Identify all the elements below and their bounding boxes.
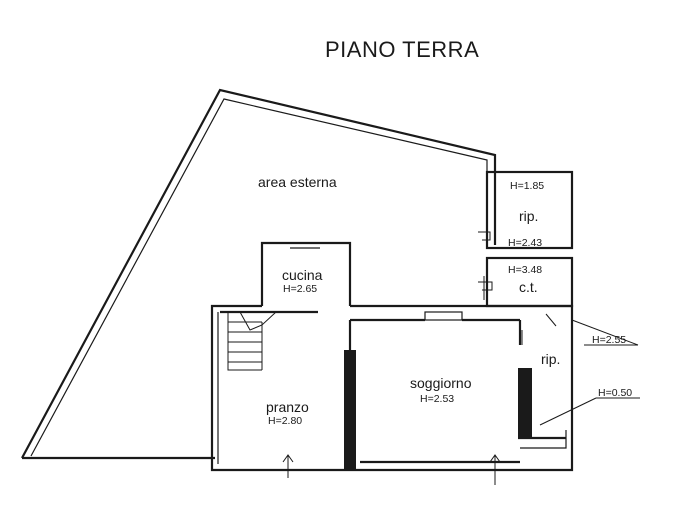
height-pranzo: H=2.80 xyxy=(268,415,302,427)
height-cucina: H=2.65 xyxy=(283,283,317,295)
height-soggiorno: H=2.53 xyxy=(420,393,454,405)
room-label-ct: c.t. xyxy=(519,279,538,295)
room-label-cucina: cucina xyxy=(282,267,323,283)
height-rip-top-upper: H=1.85 xyxy=(510,180,544,192)
room-label-rip-side: rip. xyxy=(541,351,560,367)
staircase xyxy=(227,311,277,371)
room-label-area-esterna: area esterna xyxy=(258,174,337,190)
room-label-pranzo: pranzo xyxy=(266,399,309,415)
room-rip-top xyxy=(485,170,574,250)
height-ct: H=3.48 xyxy=(508,264,542,276)
door-markers xyxy=(282,231,557,485)
room-label-rip-top: rip. xyxy=(519,208,538,224)
height-rip-top-lower: H=2.43 xyxy=(508,237,542,249)
height-step: H=0.50 xyxy=(598,387,632,399)
plan-title: PIANO TERRA xyxy=(325,37,479,62)
height-leaders xyxy=(539,319,640,426)
room-label-soggiorno: soggiorno xyxy=(410,375,472,391)
house-walls xyxy=(210,241,574,472)
height-rip-side: H=2.55 xyxy=(592,334,626,346)
